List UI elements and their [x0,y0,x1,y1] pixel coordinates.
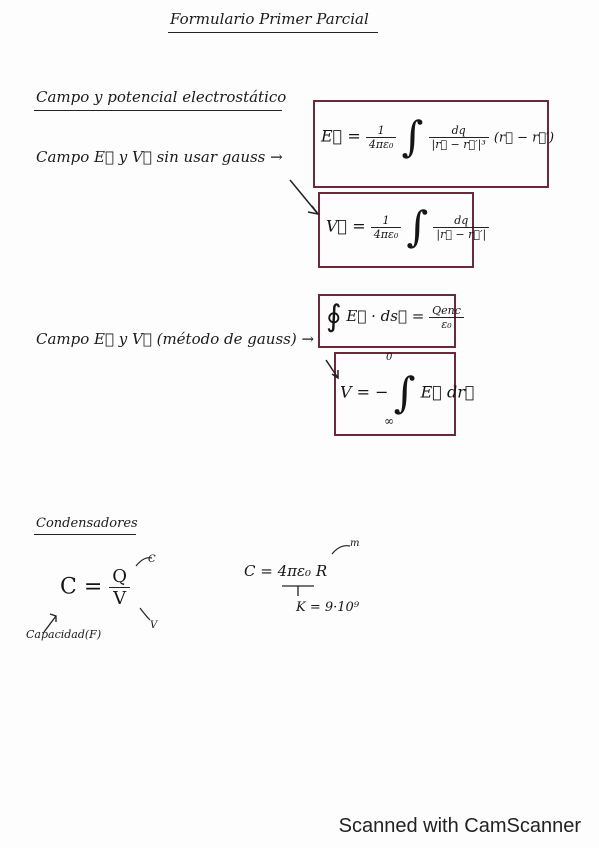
equation-potential-integral: V = − ∫ E⃗ dr⃗ [340,372,474,414]
integral-lower-limit: ∞ [384,414,394,428]
section-heading-electrostatics: Campo y potencial electrostático [36,88,287,106]
integral-sign: ∫ [393,368,416,417]
closed-integral-sign: ∮ [326,299,342,334]
eq-v-frac: dq|r⃗ − r⃗′| [433,214,490,241]
eq-v2-lhs: V = − [340,382,389,402]
annotation-v: V [150,620,158,631]
arrow-head [49,613,57,622]
title-underline [168,32,378,33]
constant-k: K = 9·10⁹ [296,600,360,615]
arrow-head [307,205,320,216]
eq-e-lhs: E⃗ = [321,126,361,146]
equation-box-potential-integral: V = − ∫ E⃗ dr⃗ 0 ∞ [334,352,474,436]
label-gauss-method: Campo E⃗ y V⃗ (método de gauss) → [36,330,315,348]
eq-e-tail: (r⃗ − r⃗′) [493,130,555,146]
integral-sign: ∫ [406,202,429,251]
eq-v-lhs: V⃗ = [326,216,366,236]
section-underline [34,110,282,111]
section-heading-capacitors: Condensadores [36,516,138,531]
section-underline [34,534,136,535]
annotation-m: m [350,538,360,549]
eq-v2-body: E⃗ dr⃗ [420,382,475,402]
scanner-watermark: Scanned with CamScanner [338,815,581,837]
equation-spherical-capacitor: C = 4πε₀ R [244,562,328,580]
page-title: Formulario Primer Parcial [170,10,369,28]
label-without-gauss: Campo E⃗ y V⃗ sin usar gauss → [36,148,283,166]
annotation-arrow [331,545,351,555]
integral-upper-limit: 0 [386,352,393,363]
underbrace [282,585,314,596]
eq-c-lhs: C = [60,574,103,600]
annotation-c: C [148,554,156,565]
eq-gauss-lhs: E⃗ · ds⃗ = [346,307,425,325]
annotation-capacity: Capacidad(F) [26,628,102,641]
annotation-arrow [139,607,151,621]
integral-sign: ∫ [401,112,424,161]
eq-e-frac: dq|r⃗ − r⃗′|³ [428,124,489,151]
